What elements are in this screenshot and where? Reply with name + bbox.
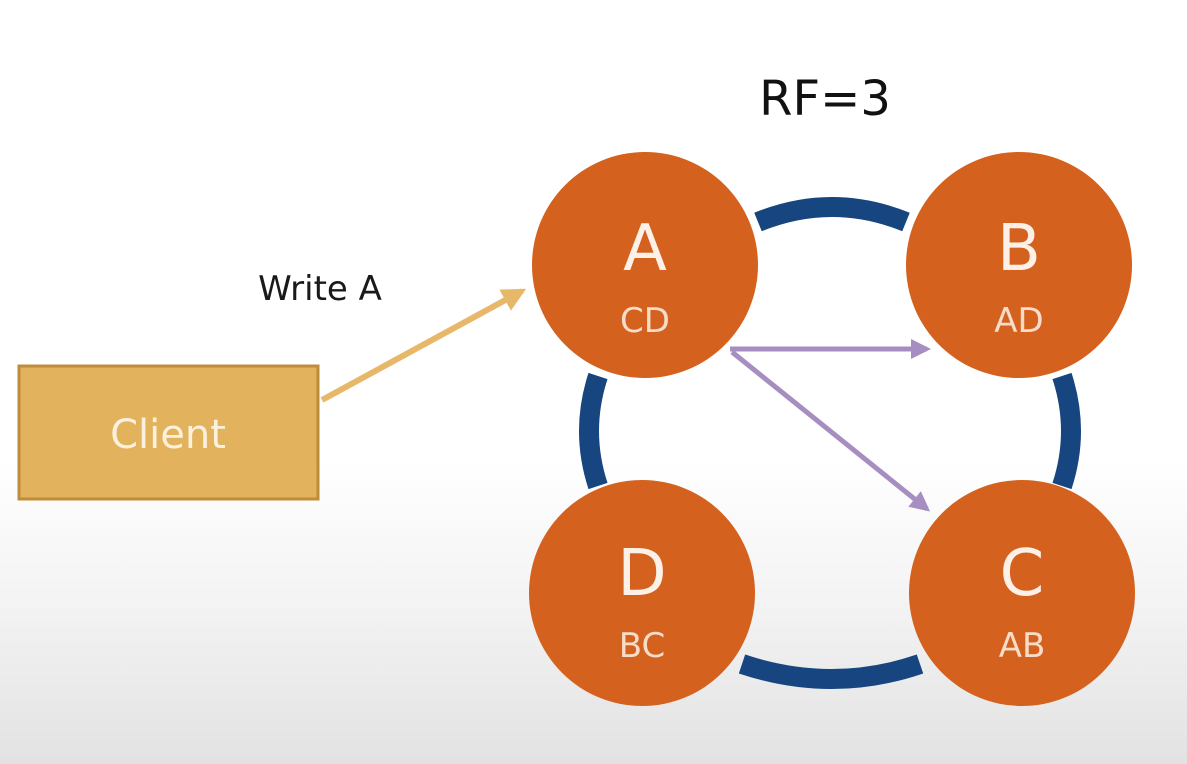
write-arrow (320, 288, 527, 403)
diagram-title: RF=3 (759, 71, 891, 127)
ring-segment-a-b (754, 197, 910, 232)
node-a[interactable]: A CD (532, 152, 758, 378)
node-a-replicas: CD (620, 301, 670, 341)
node-b-circle (906, 152, 1132, 378)
ring-segment-c-d (738, 654, 924, 689)
node-c-replicas: AB (999, 626, 1046, 666)
node-a-circle (532, 152, 758, 378)
node-c[interactable]: C AB (909, 480, 1135, 706)
node-c-letter: C (1000, 537, 1045, 611)
node-b-replicas: AD (994, 301, 1043, 341)
client-label: Client (110, 412, 226, 458)
node-b[interactable]: B AD (906, 152, 1132, 378)
ring-segment-d-a (579, 372, 608, 490)
node-b-letter: B (997, 212, 1041, 286)
node-a-letter: A (623, 212, 667, 286)
node-c-circle (909, 480, 1135, 706)
replication-arrow-a-c (730, 350, 931, 512)
client-box[interactable] (17, 364, 320, 501)
write-label: Write A (258, 269, 382, 309)
ring-segment-b-c (1052, 372, 1081, 490)
node-d[interactable]: D BC (529, 480, 755, 706)
ring-connections (579, 197, 1081, 689)
node-d-letter: D (617, 537, 666, 611)
node-d-circle (529, 480, 755, 706)
node-d-replicas: BC (619, 626, 665, 666)
